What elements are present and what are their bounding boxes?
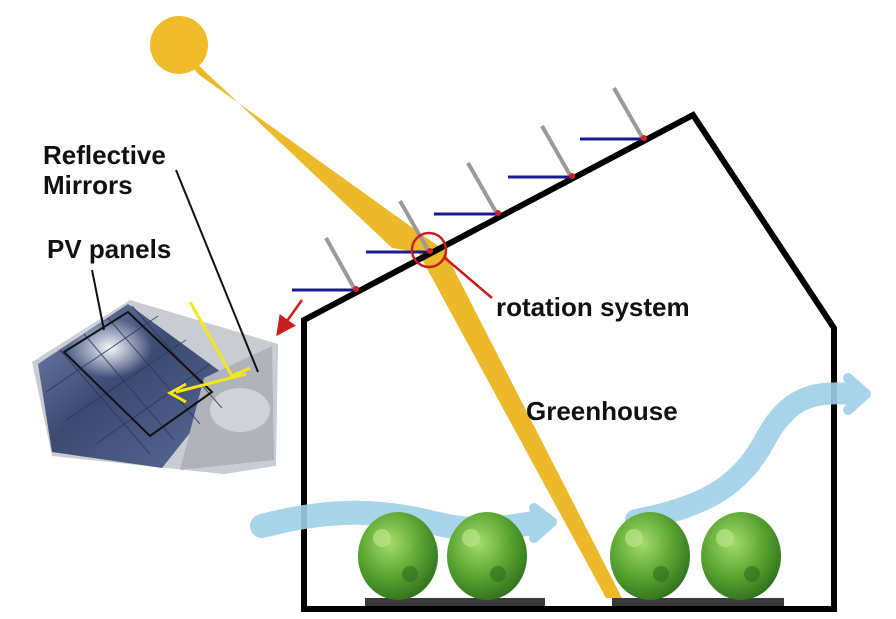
mirror-unit (580, 87, 647, 141)
reflective-mirrors-leader (175, 169, 259, 373)
mirror-unit (434, 162, 501, 216)
mirror-array (292, 87, 647, 292)
greenhouse-label: Greenhouse (526, 396, 678, 426)
mirror-unit (366, 200, 433, 254)
pv-panels-leader (91, 269, 105, 331)
red-arrow (276, 299, 304, 337)
reflective-mirrors-label-line1: Reflective (43, 140, 166, 170)
plant-icon (358, 512, 781, 600)
sun-beam (178, 46, 622, 598)
plant-beds (365, 598, 784, 606)
mirror-unit (508, 125, 575, 179)
rotation-system-indicator (410, 231, 493, 299)
mirror-unit (292, 237, 359, 292)
reflective-mirrors-label-line2: Mirrors (43, 170, 133, 200)
sun-icon (150, 16, 208, 74)
greenhouse-structure (301, 111, 837, 612)
pv-panel-inset (32, 300, 278, 474)
rotation-system-label: rotation system (496, 292, 690, 322)
pv-panels-label: PV panels (47, 234, 171, 264)
